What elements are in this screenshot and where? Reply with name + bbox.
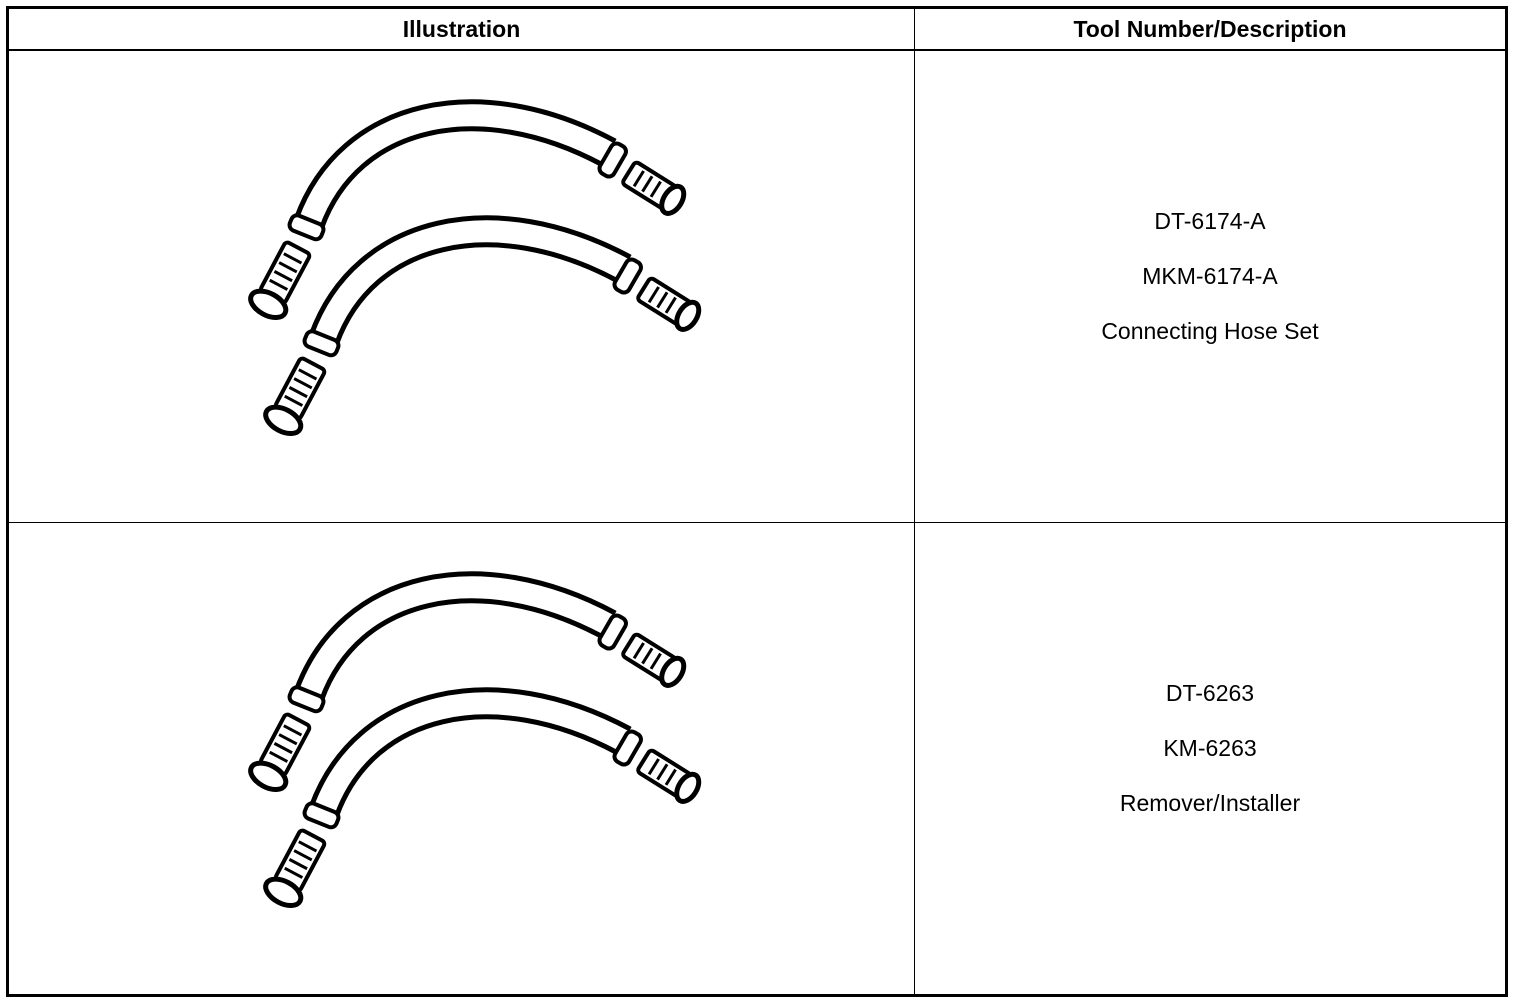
remover-installer-illustration: [9, 523, 915, 994]
header-illustration-label: Illustration: [402, 15, 521, 42]
tool-name: Remover/Installer: [1119, 789, 1301, 816]
header-tool-description: Tool Number/Description: [915, 9, 1505, 49]
table-row: DT-6174-A MKM-6174-A Connecting Hose Set: [9, 51, 1505, 523]
table-row: DT-6263 KM-6263 Remover/Installer: [9, 523, 1505, 994]
tool-description-cell: DT-6263 KM-6263 Remover/Installer: [915, 523, 1505, 994]
tool-description: DT-6263 KM-6263 Remover/Installer: [1120, 680, 1300, 816]
tool-number-alt: KM-6263: [1163, 734, 1257, 761]
tool-name: Connecting Hose Set: [1101, 317, 1319, 344]
connecting-hose-set-illustration: [9, 51, 915, 523]
tool-number: DT-6263: [1165, 679, 1255, 706]
header-illustration: Illustration: [9, 9, 915, 49]
table-header-row: Illustration Tool Number/Description: [9, 9, 1505, 51]
tool-number-alt: MKM-6174-A: [1142, 262, 1278, 289]
tool-number: DT-6174-A: [1154, 207, 1266, 234]
illustration-cell: [9, 523, 915, 994]
tool-table: Illustration Tool Number/Description DT-…: [6, 6, 1508, 997]
header-tool-label: Tool Number/Description: [1073, 15, 1347, 42]
tool-description-cell: DT-6174-A MKM-6174-A Connecting Hose Set: [915, 51, 1505, 522]
illustration-cell: [9, 51, 915, 522]
tool-description: DT-6174-A MKM-6174-A Connecting Hose Set: [1101, 208, 1318, 344]
